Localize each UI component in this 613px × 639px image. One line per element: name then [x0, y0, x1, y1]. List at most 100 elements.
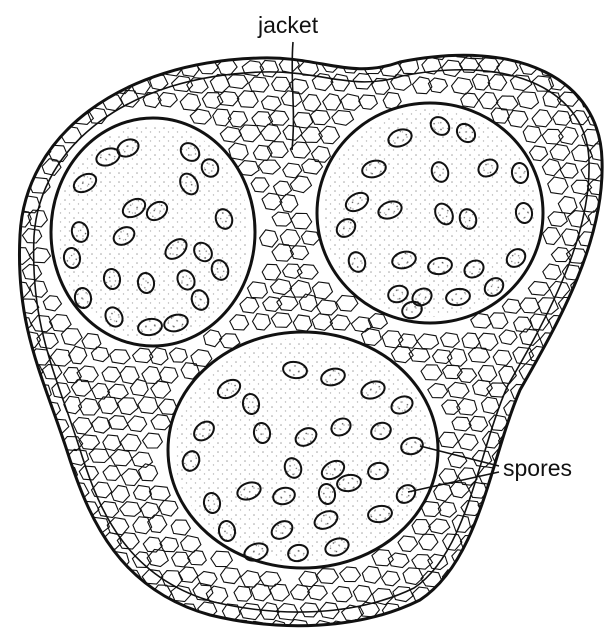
jacket-cell	[531, 520, 551, 536]
jacket-cell	[18, 434, 38, 449]
jacket-cell	[552, 552, 572, 568]
label-spores: spores	[503, 455, 572, 481]
jacket-cell	[70, 620, 91, 636]
jacket-cell	[591, 589, 611, 603]
jacket-cell	[569, 484, 587, 498]
jacket-cell	[52, 519, 72, 536]
jacket-cell	[370, 621, 390, 636]
jacket-cell	[0, 264, 19, 280]
jacket-cell	[572, 313, 590, 330]
jacket-cell	[552, 349, 572, 364]
jacket-cell	[500, 566, 519, 583]
jacket-cell	[509, 516, 526, 532]
jacket-cell	[10, 77, 30, 91]
jacket-cell	[502, 503, 521, 520]
jacket-cell	[569, 383, 587, 398]
jacket-cell	[9, 621, 28, 638]
jacket-cell	[591, 517, 609, 533]
jacket-cell	[582, 61, 600, 76]
jacket-cell	[23, 92, 42, 107]
jacket-cell	[511, 586, 532, 602]
jacket-cell	[561, 332, 581, 347]
jacket-cell	[438, 602, 457, 620]
jacket-cell	[519, 401, 539, 416]
jacket-cell	[458, 570, 476, 586]
jacket-cell	[528, 42, 548, 60]
jacket-cell	[112, 43, 130, 58]
jacket-cell	[393, 43, 411, 59]
jacket-cell	[268, 41, 288, 55]
jacket-cell	[552, 43, 571, 59]
jacket-cell	[531, 415, 551, 433]
jacket-cell	[489, 519, 508, 534]
jacket-cell	[82, 603, 100, 620]
jacket-cell	[72, 550, 93, 566]
jacket-cell	[467, 587, 487, 603]
jacket-cell	[529, 486, 547, 503]
jacket-cell	[0, 365, 18, 381]
jacket-cell	[141, 605, 162, 621]
jacket-cell	[451, 622, 470, 637]
jacket-cell	[508, 43, 529, 60]
jacket-cell	[392, 620, 410, 636]
jacket-cell	[588, 281, 608, 296]
jacket-cell	[518, 532, 537, 549]
jacket-cell	[153, 621, 172, 636]
jacket-cell	[527, 584, 547, 602]
jacket-cell	[97, 600, 118, 617]
jacket-cell	[539, 604, 558, 621]
jacket-cell	[207, 44, 228, 59]
jacket-cell	[531, 382, 549, 400]
jacket-cell	[9, 486, 29, 502]
jacket-cell	[139, 59, 157, 74]
jacket-cell	[542, 367, 561, 384]
jacket-cell	[11, 109, 29, 126]
jacket-cell	[69, 75, 90, 92]
jacket-cell	[527, 553, 548, 568]
jacket-cell	[0, 162, 17, 177]
jacket-cell	[559, 604, 579, 620]
jacket-cell	[561, 500, 581, 516]
jacket-cell	[51, 622, 72, 638]
jacket-cell	[572, 623, 593, 638]
jacket-cell	[3, 502, 22, 517]
jacket-cell	[590, 382, 611, 398]
jacket-cell	[10, 346, 30, 362]
jacket-cell	[512, 416, 530, 433]
jacket-cell	[588, 40, 607, 57]
jacket-cell	[408, 621, 428, 638]
jacket-cell	[552, 518, 573, 535]
jacket-cell	[0, 605, 17, 621]
jacket-cell	[591, 623, 610, 638]
label-jacket: jacket	[257, 12, 319, 38]
jacket-cell	[19, 571, 41, 588]
jacket-cell	[47, 449, 68, 464]
jacket-cell	[31, 111, 50, 128]
jacket-cell	[582, 532, 603, 549]
jacket-cell	[558, 434, 580, 452]
jacket-cell	[41, 60, 61, 75]
jacket-cell	[564, 56, 582, 73]
jacket-cell	[18, 467, 40, 484]
jacket-cell	[570, 516, 589, 531]
jacket-cell	[171, 40, 190, 55]
jacket-cell	[571, 451, 591, 466]
jacket-cell	[528, 620, 548, 635]
jacket-cell	[589, 76, 611, 91]
jacket-cell	[512, 619, 531, 636]
jacket-cell	[499, 533, 517, 550]
jacket-cell	[33, 551, 52, 568]
jacket-cell	[562, 567, 582, 583]
jacket-cell	[90, 587, 109, 602]
jacket-cell	[331, 41, 349, 58]
jacket-cell	[52, 485, 72, 501]
jacket-cell	[3, 433, 23, 451]
jacket-cell	[21, 398, 39, 414]
jacket-cell	[58, 605, 78, 622]
jacket-cell	[38, 537, 57, 553]
jacket-cell	[497, 605, 518, 622]
jacket-cell	[431, 618, 451, 635]
jacket-cell	[583, 502, 601, 517]
jacket-cell	[8, 518, 27, 533]
